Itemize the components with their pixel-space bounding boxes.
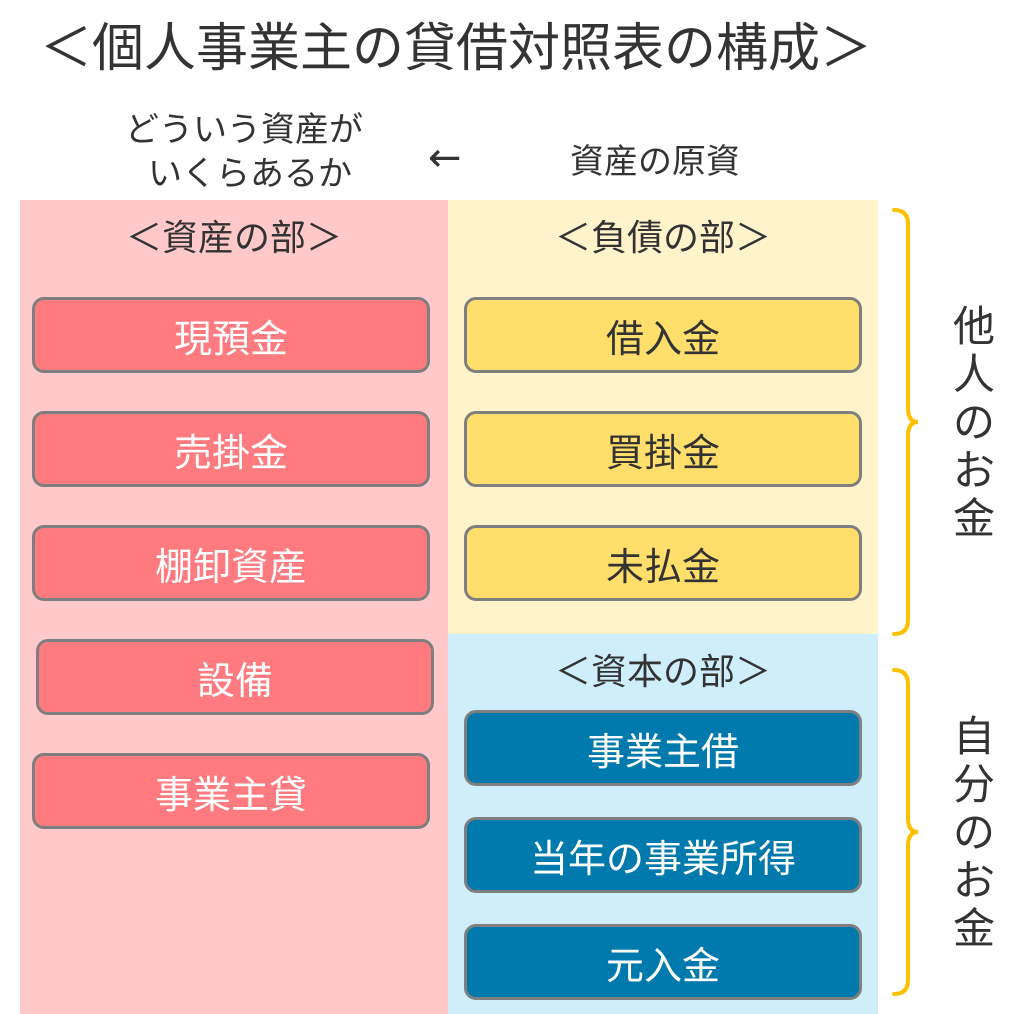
asset-item-equipment: 設備: [36, 639, 434, 715]
others-money-brace: [892, 208, 919, 636]
assets-section-title: ＜資産の部＞: [125, 218, 342, 259]
equity-item-current-income: 当年の事業所得: [464, 817, 862, 893]
liability-item-loans: 借入金: [464, 297, 862, 373]
asset-item-owner-draw: 事業主貸: [32, 753, 430, 829]
others-money-label: 他人のお金: [952, 302, 995, 543]
assets-question-line1: どういう資産が: [125, 110, 363, 150]
equity-item-owner-contribution: 事業主借: [464, 710, 862, 786]
equity-section-title: ＜資本の部＞: [554, 652, 771, 693]
liability-item-payables: 買掛金: [464, 411, 862, 487]
left-arrow: ←: [428, 135, 462, 181]
asset-item-inventory: 棚卸資産: [32, 525, 430, 601]
source-of-assets-label: 資産の原資: [570, 142, 740, 182]
own-money-brace: [892, 668, 919, 996]
asset-item-receivables: 売掛金: [32, 411, 430, 487]
asset-item-cash: 現預金: [32, 297, 430, 373]
liabilities-section-title: ＜負債の部＞: [554, 218, 771, 259]
assets-question-line2: いくらあるか: [148, 154, 352, 194]
equity-item-capital: 元入金: [464, 924, 862, 1000]
own-money-label: 自分のお金: [952, 712, 995, 953]
liability-item-accrued: 未払金: [464, 525, 862, 601]
page-title: ＜個人事業主の貸借対照表の構成＞: [40, 19, 873, 79]
